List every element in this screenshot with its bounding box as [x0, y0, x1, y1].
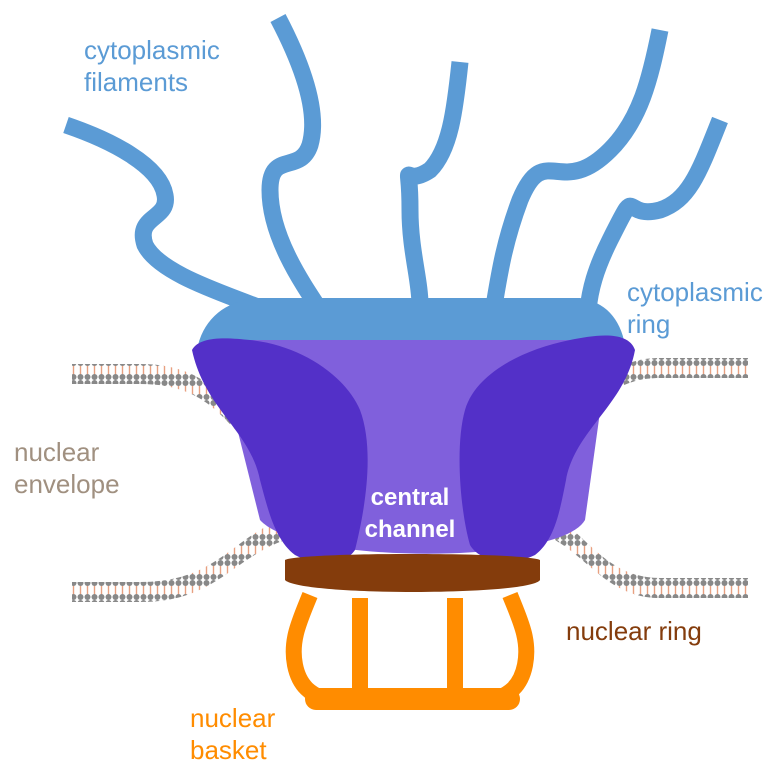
- filament-2: [270, 18, 320, 310]
- label-central-channel-line1: central: [350, 482, 470, 514]
- label-cytoplasmic-ring-line1: cytoplasmic: [627, 276, 763, 308]
- label-central-channel-line2: channel: [350, 514, 470, 546]
- label-cytoplasmic-filaments-line1: cytoplasmic: [84, 34, 220, 66]
- basket-outer-left: [294, 595, 325, 700]
- label-nuclear-basket: nuclear basket: [190, 702, 275, 766]
- label-nuclear-basket-line2: basket: [190, 734, 275, 766]
- filament-4: [495, 30, 660, 300]
- label-nuclear-ring: nuclear ring: [566, 615, 702, 647]
- envelope-lower-left: [72, 520, 285, 602]
- label-cytoplasmic-ring-line2: ring: [627, 308, 763, 340]
- basket-base: [305, 688, 520, 710]
- label-nuclear-ring-text: nuclear ring: [566, 615, 702, 647]
- nuclear-basket: [294, 595, 527, 700]
- envelope-lower-right: [555, 520, 748, 598]
- label-nuclear-envelope-line1: nuclear: [14, 436, 120, 468]
- basket-outer-right: [495, 595, 526, 700]
- label-nuclear-basket-line1: nuclear: [190, 702, 275, 734]
- label-nuclear-envelope: nuclear envelope: [14, 436, 120, 500]
- filament-3: [408, 62, 460, 305]
- label-cytoplasmic-ring: cytoplasmic ring: [627, 276, 763, 340]
- label-cytoplasmic-filaments-line2: filaments: [84, 66, 220, 98]
- label-cytoplasmic-filaments: cytoplasmic filaments: [84, 34, 220, 98]
- nuclear-ring: [285, 554, 540, 592]
- filament-1: [66, 125, 265, 310]
- label-nuclear-envelope-line2: envelope: [14, 468, 120, 500]
- label-central-channel: central channel: [350, 482, 470, 546]
